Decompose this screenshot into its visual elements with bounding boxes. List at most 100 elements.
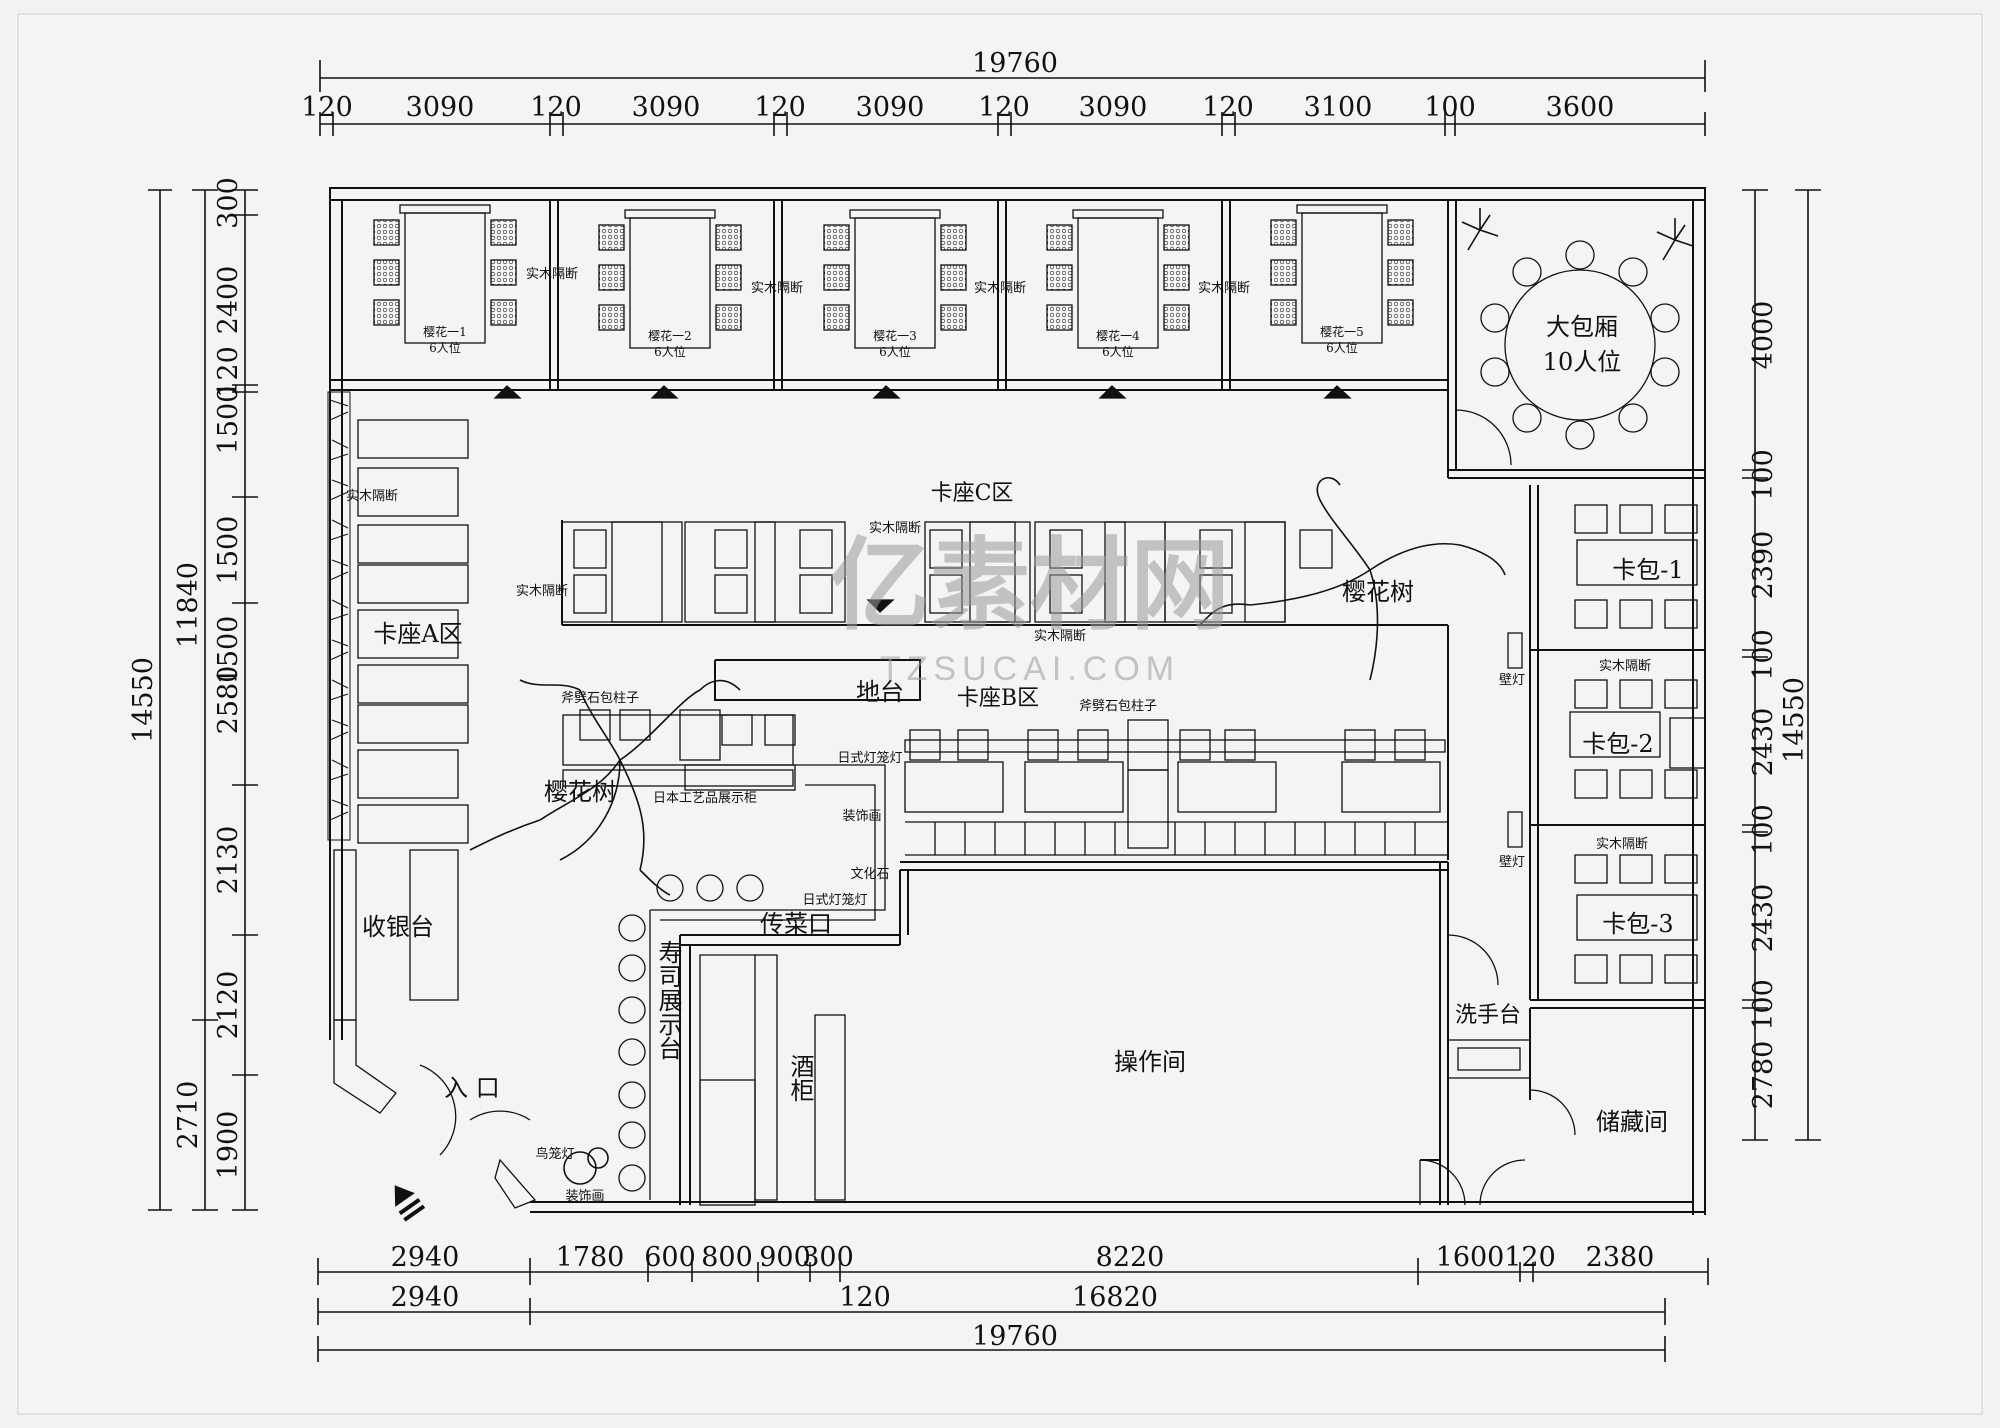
top-seg-dim: 3090 bbox=[1079, 92, 1148, 123]
right-seg-dim: 2430 bbox=[1748, 884, 1779, 953]
cashier-label: 收银台 bbox=[362, 913, 434, 941]
bottom-row1-dim: 8220 bbox=[1096, 1242, 1165, 1273]
booth-a-label: 卡座A区 bbox=[373, 620, 462, 648]
left-seg-dim: 1900 bbox=[213, 1111, 244, 1180]
decoration-label: 装饰画 bbox=[565, 1189, 604, 1204]
left-total-dim: 14550 bbox=[128, 657, 159, 743]
sakura-tree-label: 樱花树 bbox=[544, 778, 616, 806]
left-seg-dim: 1500 bbox=[213, 516, 244, 585]
serving-window-label: 传菜口 bbox=[760, 910, 832, 938]
private-room-label: 樱花一2 bbox=[648, 328, 692, 343]
left-seg-dim: 2400 bbox=[213, 266, 244, 335]
bottom-row1-dim: 120 bbox=[1504, 1242, 1556, 1273]
watermark: 亿素材网 TZSUCAI.COM bbox=[830, 530, 1230, 688]
top-seg-dim: 120 bbox=[754, 92, 806, 123]
card-room-3-label: 卡包-3 bbox=[1602, 910, 1673, 938]
entrance-label: 入 口 bbox=[444, 1074, 500, 1102]
stage-label: 地台 bbox=[856, 678, 904, 706]
lantern-label: 日式灯笼灯 bbox=[802, 892, 867, 908]
bottom-row2-dim: 2940 bbox=[391, 1282, 460, 1313]
partition-label: 实木隔断 bbox=[1596, 837, 1648, 852]
partition-label: 实木隔断 bbox=[1034, 629, 1086, 644]
cup-rack-label: 鸟笼灯 bbox=[535, 1146, 574, 1162]
left-seg-dim: 300 bbox=[213, 177, 244, 229]
left-seg-dim: 2580 bbox=[213, 666, 244, 735]
stone-column-label: 斧劈石包柱子 bbox=[561, 690, 639, 706]
top-seg-dim: 120 bbox=[301, 92, 353, 123]
top-seg-dim: 3100 bbox=[1304, 92, 1373, 123]
bottom-row1-dim: 2940 bbox=[391, 1242, 460, 1273]
private-room-label: 樱花一5 bbox=[1320, 324, 1364, 339]
partition-label: 实木隔断 bbox=[869, 521, 921, 536]
top-total-dim: 19760 bbox=[972, 48, 1058, 79]
large-room-seats: 10人位 bbox=[1543, 348, 1622, 376]
culture-stone-label: 文化石 bbox=[850, 867, 889, 882]
partition-label: 实木隔断 bbox=[974, 281, 1026, 296]
bottom-row1-dim: 600 bbox=[644, 1242, 696, 1273]
private-room-seats: 6人位 bbox=[429, 340, 461, 355]
right-seg-dim: 100 bbox=[1748, 804, 1779, 856]
partition-label: 实木隔断 bbox=[526, 267, 578, 282]
bottom-row2-dim: 120 bbox=[839, 1282, 891, 1313]
right-seg-dim: 100 bbox=[1748, 449, 1779, 501]
private-room-label: 樱花一4 bbox=[1096, 328, 1140, 343]
booth-c-label: 卡座C区 bbox=[931, 481, 1014, 506]
lantern-label: 日式灯笼灯 bbox=[837, 750, 902, 766]
left-seg-dim: 1500 bbox=[213, 386, 244, 455]
left-seg-dim: 2120 bbox=[213, 971, 244, 1040]
partition-label: 实木隔断 bbox=[751, 281, 803, 296]
partition-label: 实木隔断 bbox=[1198, 281, 1250, 296]
top-seg-dim: 120 bbox=[530, 92, 582, 123]
large-room-label: 大包厢 bbox=[1546, 313, 1618, 341]
lamp-label: 壁灯 bbox=[1499, 673, 1525, 688]
bottom-total-dim: 19760 bbox=[972, 1321, 1058, 1352]
top-seg-dim: 120 bbox=[978, 92, 1030, 123]
watermark-main: 亿素材网 bbox=[830, 530, 1230, 642]
bottom-row2-dim: 16820 bbox=[1072, 1282, 1158, 1313]
private-room-seats: 6人位 bbox=[879, 344, 911, 359]
lamp-label: 壁灯 bbox=[1499, 855, 1525, 870]
top-seg-dim: 3600 bbox=[1546, 92, 1615, 123]
right-total-dim: 14550 bbox=[1779, 677, 1810, 763]
bottom-row1-dim: 1780 bbox=[556, 1242, 625, 1273]
top-seg-dim: 3090 bbox=[406, 92, 475, 123]
booth-b-label: 卡座B区 bbox=[957, 686, 1039, 711]
private-room-seats: 6人位 bbox=[1102, 344, 1134, 359]
storage-label: 储藏间 bbox=[1596, 1108, 1668, 1136]
bottom-row1-dim: 2380 bbox=[1586, 1242, 1655, 1273]
bottom-row1-dim: 300 bbox=[802, 1242, 854, 1273]
top-seg-dim: 3090 bbox=[632, 92, 701, 123]
right-seg-dim: 2780 bbox=[1748, 1041, 1779, 1110]
private-room-label: 樱花一1 bbox=[423, 324, 467, 339]
private-room-seats: 6人位 bbox=[1326, 340, 1358, 355]
left-seg-dim: 120 bbox=[213, 346, 244, 398]
top-seg-dim: 3090 bbox=[856, 92, 925, 123]
left-seg-dim: 1500 bbox=[213, 616, 244, 685]
wine-cabinet-label: 酒柜 bbox=[786, 1054, 814, 1102]
right-seg-dim: 2430 bbox=[1748, 708, 1779, 777]
partition-label: 实木隔断 bbox=[346, 489, 398, 504]
partition-label: 实木隔断 bbox=[516, 584, 568, 599]
card-room-1-label: 卡包-1 bbox=[1612, 556, 1683, 584]
right-seg-dim: 2390 bbox=[1748, 531, 1779, 600]
bottom-row1-dim: 800 bbox=[701, 1242, 753, 1273]
partition-label: 实木隔断 bbox=[1599, 659, 1651, 674]
bottom-row1-dim: 900 bbox=[759, 1242, 811, 1273]
left-sub-dim: 2710 bbox=[173, 1081, 204, 1150]
left-seg-dim: 2130 bbox=[213, 826, 244, 895]
right-seg-dim: 100 bbox=[1748, 979, 1779, 1031]
kitchen-label: 操作间 bbox=[1114, 1048, 1186, 1076]
bottom-row1-dim: 1600 bbox=[1436, 1242, 1505, 1273]
sushi-display-label: 寿司展示台 bbox=[654, 940, 682, 1060]
private-room-seats: 6人位 bbox=[654, 344, 686, 359]
right-seg-dim: 100 bbox=[1748, 629, 1779, 681]
wash-basin-label: 洗手台 bbox=[1455, 1003, 1521, 1028]
top-seg-dim: 100 bbox=[1424, 92, 1476, 123]
deco-painting-label: 装饰画 bbox=[842, 809, 881, 824]
watermark-sub: TZSUCAI.COM bbox=[880, 650, 1180, 688]
craft-cabinet-label: 日本工艺品展示柜 bbox=[653, 791, 757, 806]
left-sub-dim: 11840 bbox=[173, 562, 204, 648]
right-seg-dim: 4000 bbox=[1748, 301, 1779, 370]
private-room-label: 樱花一3 bbox=[873, 328, 917, 343]
